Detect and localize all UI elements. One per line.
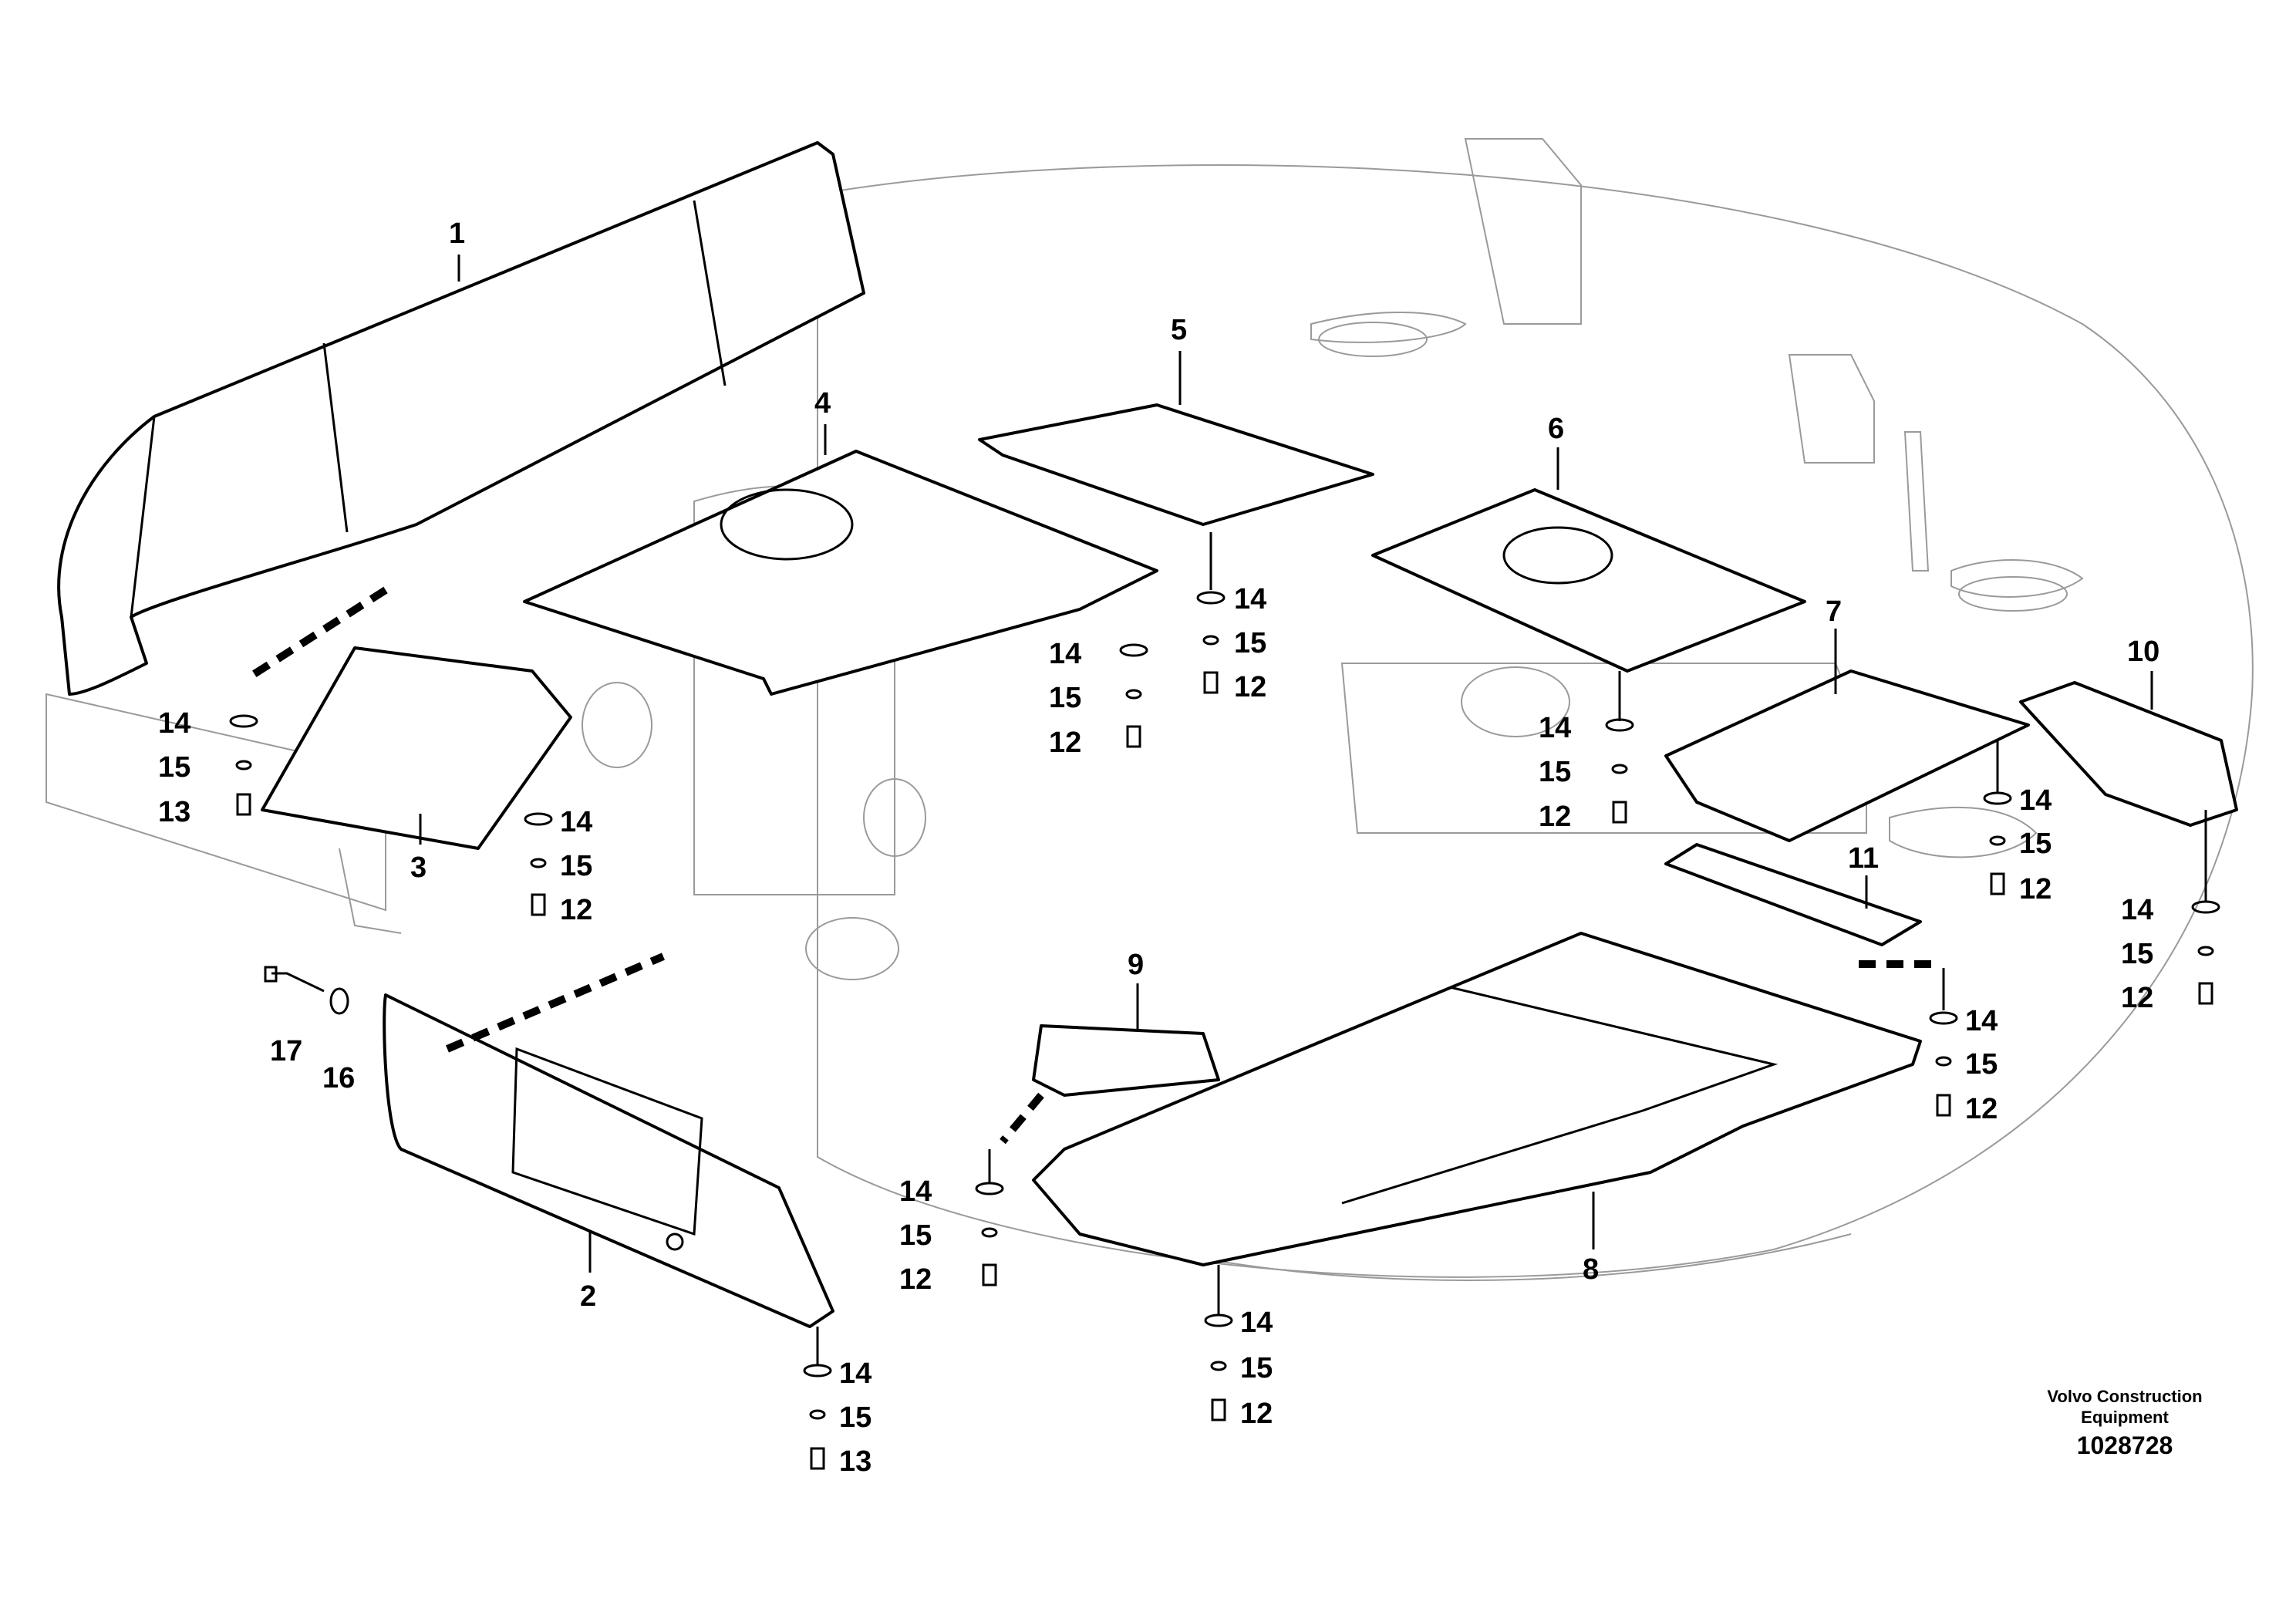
drawing-number: 1028728 [2077, 1431, 2173, 1459]
callouts: 1 4 5 6 7 10 11 3 9 8 2 17 16 14 15 13 1… [158, 218, 2159, 1478]
callout-12: 12 [560, 894, 592, 926]
part-8-floor-plate [1032, 932, 1922, 1266]
callout-15: 15 [899, 1219, 932, 1252]
callout-14: 14 [839, 1357, 872, 1390]
callout-11: 11 [1848, 842, 1879, 875]
callout-12: 12 [2121, 982, 2153, 1014]
callout-13: 13 [158, 796, 190, 828]
callout-17: 17 [270, 1035, 302, 1067]
part-3-plate [261, 646, 572, 850]
callout-1: 1 [449, 218, 465, 250]
callout-12: 12 [1240, 1398, 1273, 1430]
manufacturer-division: Equipment [2081, 1408, 2169, 1427]
part-17-bolt [264, 966, 325, 993]
stack-part-1 [229, 714, 258, 816]
callout-14: 14 [1240, 1307, 1273, 1339]
manufacturer-name: Volvo Construction [2047, 1387, 2202, 1406]
callout-15: 15 [2019, 828, 2052, 860]
callout-15: 15 [839, 1401, 872, 1434]
callout-12: 12 [899, 1263, 932, 1296]
callout-15: 15 [1965, 1048, 1998, 1081]
part-9-plate [1032, 1024, 1220, 1097]
callout-12: 12 [1234, 671, 1266, 703]
part-7-slotted-plate [1664, 669, 2030, 842]
part-4-cover-plate [523, 450, 1158, 696]
callout-12: 12 [1049, 727, 1081, 759]
callout-12: 12 [2019, 873, 2052, 905]
callout-14: 14 [1049, 638, 1081, 670]
part-2-side-cover [383, 993, 834, 1328]
callout-14: 14 [2019, 784, 2052, 817]
part-5-slotted-plate [978, 403, 1374, 526]
callout-15: 15 [158, 751, 190, 784]
callout-15: 15 [1049, 682, 1081, 714]
callout-14: 14 [560, 806, 592, 838]
callout-9: 9 [1128, 949, 1144, 981]
callout-14: 14 [1539, 712, 1571, 744]
callout-4: 4 [814, 387, 831, 420]
callout-15: 15 [560, 850, 592, 882]
callout-10: 10 [2127, 636, 2159, 668]
hardware-stacks [229, 532, 2220, 1470]
stack-part-10 [2191, 810, 2220, 1005]
callout-13: 13 [839, 1445, 872, 1478]
callout-12: 12 [1965, 1093, 1998, 1125]
callout-16: 16 [322, 1062, 355, 1094]
callout-8: 8 [1583, 1253, 1599, 1286]
callout-15: 15 [1240, 1352, 1273, 1384]
callout-5: 5 [1171, 314, 1187, 346]
stack-part-2 [803, 1327, 832, 1470]
part-16-washer [329, 987, 349, 1015]
callout-14: 14 [158, 707, 190, 740]
stack-part-6 [1605, 671, 1634, 824]
stack-part-3 [524, 812, 553, 916]
stack-part-7 [1983, 740, 2012, 895]
stack-part-8 [1204, 1265, 1233, 1421]
callout-12: 12 [1539, 801, 1571, 833]
callout-14: 14 [2121, 894, 2153, 926]
callout-3: 3 [410, 851, 426, 884]
callout-15: 15 [1539, 756, 1571, 788]
leader-lines [419, 255, 2153, 1273]
stack-part-4 [1119, 643, 1148, 748]
part-11-strip [1664, 843, 1922, 946]
part-6-plate [1371, 488, 1806, 673]
connection-dashes [244, 586, 1936, 1145]
part-1-rear-cover [57, 141, 865, 696]
part-10-plate [2019, 681, 2238, 827]
callout-14: 14 [1965, 1005, 1998, 1037]
callout-15: 15 [2121, 938, 2153, 970]
callout-6: 6 [1548, 413, 1564, 445]
callout-14: 14 [1234, 583, 1266, 615]
stack-part-11 [1929, 968, 1958, 1117]
stack-part-9 [975, 1149, 1004, 1286]
callout-15: 15 [1234, 627, 1266, 659]
callout-14: 14 [899, 1175, 932, 1208]
callout-7: 7 [1826, 595, 1842, 628]
stack-part-5 [1196, 532, 1226, 694]
caption-block: Volvo Construction Equipment 1028728 [2047, 1387, 2202, 1459]
callout-2: 2 [580, 1280, 596, 1313]
